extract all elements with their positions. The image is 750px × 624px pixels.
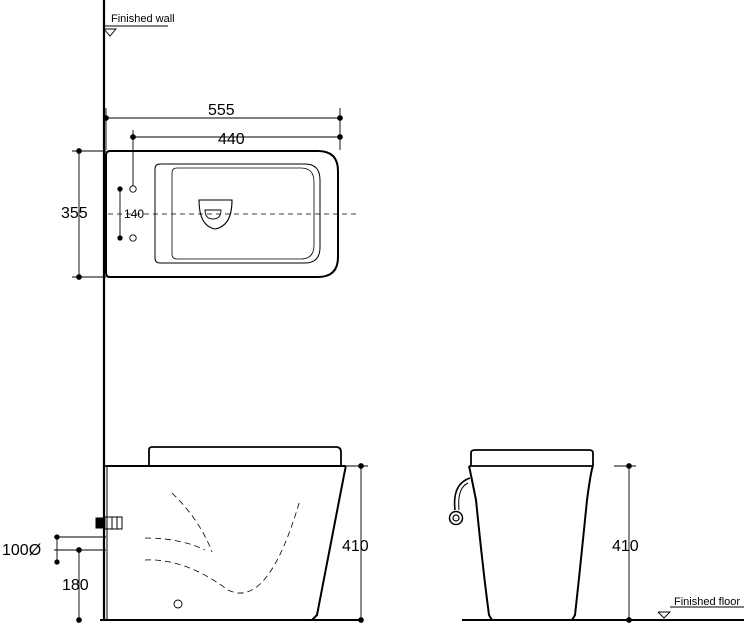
side-view-trap-upper [171,492,213,553]
dimension-seat-length-label: 440 [218,131,245,148]
inlet-valve [95,516,123,530]
front-view [448,449,594,621]
dimension-height-side-label: 410 [342,538,369,555]
front-view-valve-inner [452,514,460,522]
fixing-hole-upper [129,185,137,193]
side-view-bowl-line [144,537,206,551]
dimension-fixing-hole-spacing-label: 140 [124,207,144,221]
side-view-trap-lower [144,499,301,594]
dimension-width-label: 355 [61,205,88,222]
finished-wall-label: Finished wall [111,13,175,25]
dimension-overall-length-label: 555 [208,102,235,119]
side-view-body [107,465,347,621]
dimension-height-side [346,463,368,623]
front-view-supply-hose [453,477,471,511]
dimension-height-front [614,463,636,623]
top-view [105,150,358,278]
top-view-outline [105,150,339,278]
fixing-hole-lower [129,234,137,242]
dimension-inlet-pipe-label: 100Ø [2,542,41,559]
dimension-seat-length [130,130,343,186]
bowl-outlet-inner [204,209,222,220]
dimension-outlet-height [72,547,104,623]
front-view-lid [470,449,594,466]
finished-wall [102,0,108,620]
front-view-body [468,465,594,621]
finished-floor-label: Finished floor [674,596,740,608]
dimension-height-front-label: 410 [612,538,639,555]
dimension-width [72,148,106,280]
dimension-overall-length [103,108,343,150]
finished-wall-marker [103,25,168,37]
side-view-lid [148,446,342,466]
dimension-fixing-hole-spacing [117,186,123,241]
seat-inner-outline [171,167,315,260]
side-view-drain-hole [173,599,183,609]
dimension-outlet-height-label: 180 [62,577,89,594]
side-view [104,446,347,621]
finished-floor-marker [657,606,744,619]
seat-outline [154,163,321,264]
front-view-valve-outer [448,510,464,526]
bowl-outlet-shape [198,199,233,230]
